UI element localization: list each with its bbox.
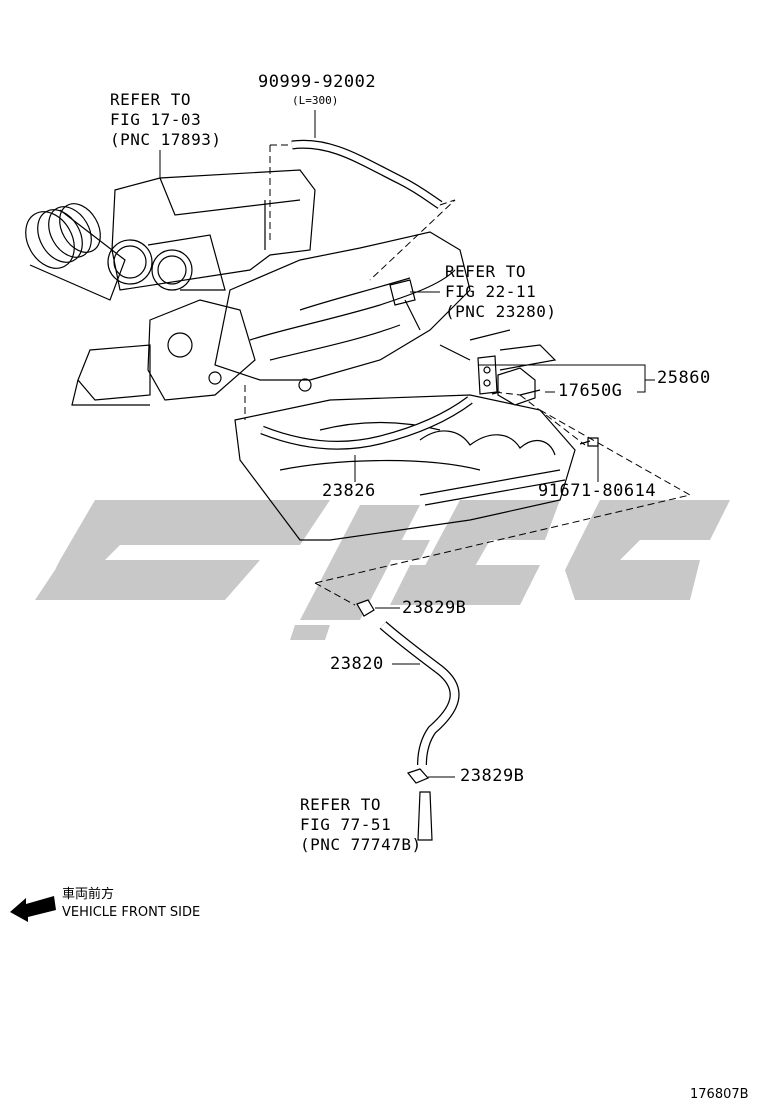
reference-boundaries xyxy=(244,144,692,606)
leader-lines xyxy=(159,110,655,778)
engine-block xyxy=(234,394,576,541)
part-label-90999-92002: 90999-92002 xyxy=(258,72,377,92)
ref-label-air-cleaner: REFER TO FIG 17-03 (PNC 17893) xyxy=(110,90,222,149)
intake-manifold xyxy=(214,231,471,381)
clamp-lower xyxy=(406,768,430,784)
part-label-91671-80614: 91671-80614 xyxy=(538,481,657,501)
hoses xyxy=(260,139,473,766)
figure-id: 176807B xyxy=(690,1087,749,1102)
watermark-logo xyxy=(35,500,730,640)
ref-label-manifold: REFER TO FIG 22-11 (PNC 23280) xyxy=(445,262,557,321)
part-label-23829b-upper: 23829B xyxy=(402,598,467,618)
part-label-23829b-lower: 23829B xyxy=(460,766,525,786)
vsv-bracket-parts xyxy=(356,355,599,841)
bolt-91671-80614 xyxy=(587,437,599,447)
part-label-17650g: 17650G xyxy=(558,381,623,401)
front-direction-english: VEHICLE FRONT SIDE xyxy=(62,905,201,920)
vsv-17650g xyxy=(497,367,536,406)
bracket-25860 xyxy=(477,355,498,395)
front-arrow-icon xyxy=(10,896,56,922)
part-label-23826: 23826 xyxy=(322,481,376,501)
tank-pipe xyxy=(417,791,433,841)
part-label-length: (L=300) xyxy=(292,94,339,107)
part-label-23820: 23820 xyxy=(330,654,384,674)
clamp-upper xyxy=(356,599,375,617)
throttle-body xyxy=(147,299,256,401)
engine-assembly xyxy=(25,169,576,541)
intake-opening xyxy=(25,211,75,269)
ref-label-tank: REFER TO FIG 77-51 (PNC 77747B) xyxy=(300,795,422,854)
front-direction-japanese: 車両前方 xyxy=(62,887,115,902)
hose-23820 xyxy=(379,621,460,766)
part-label-25860: 25860 xyxy=(657,368,711,388)
